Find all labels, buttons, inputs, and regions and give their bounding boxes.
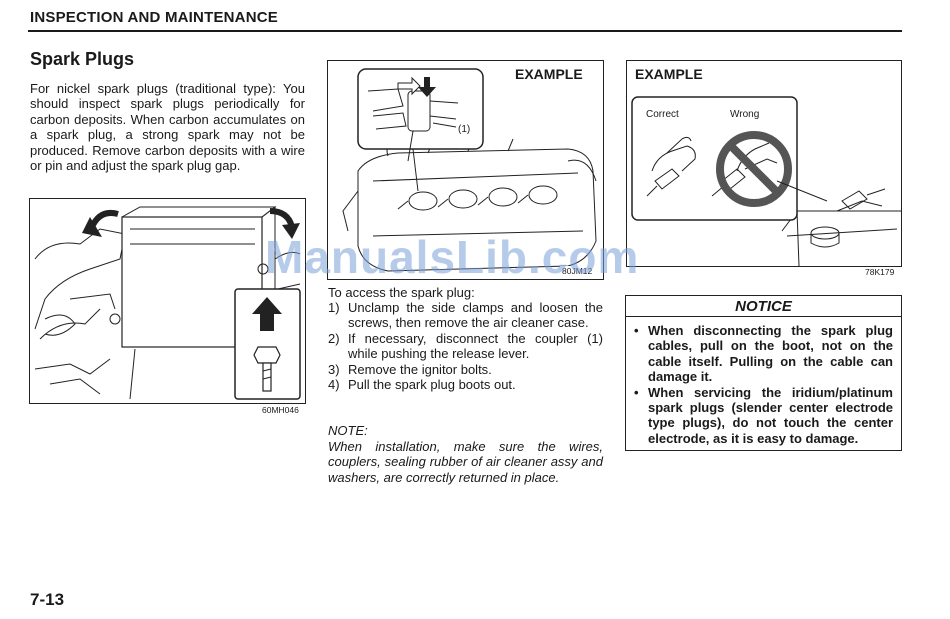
bullet-icon: • <box>634 323 639 338</box>
access-intro: To access the spark plug: <box>328 285 475 300</box>
section-title: Spark Plugs <box>30 49 135 69</box>
list-item: •When servicing the iridium/platinum spa… <box>634 384 893 446</box>
list-item: 3)Remove the ignitor bolts. <box>328 361 492 377</box>
correct-wrong-illustration <box>626 60 902 267</box>
note-label: NOTE: <box>328 423 368 438</box>
page-number: 7-13 <box>30 590 65 609</box>
notice-list: •When disconnecting the spark plug cable… <box>626 317 901 450</box>
figure-code: 60MH046 <box>262 405 299 415</box>
coupler-illustration <box>327 60 604 280</box>
note-text: When installation, make sure the wires, … <box>328 439 603 485</box>
list-item: •When disconnecting the spark plug cable… <box>634 323 893 385</box>
example-label: EXAMPLE <box>635 66 703 82</box>
steps-list: 1)Unclamp the side clamps and loosen the… <box>328 300 603 392</box>
wrong-label: Wrong <box>730 109 760 120</box>
bullet-icon: • <box>634 384 639 400</box>
header-rule <box>28 30 902 32</box>
watermark: ManualsLib.com <box>265 231 640 283</box>
list-item: 2)If necessary, disconnect the coupler (… <box>328 330 603 362</box>
header-title: INSPECTION AND MAINTENANCE <box>30 9 278 26</box>
example-label: EXAMPLE <box>515 66 583 82</box>
figure-code: 78K179 <box>865 267 895 277</box>
notice-title: NOTICE <box>626 296 901 317</box>
intro-paragraph: For nickel spark plugs (traditional type… <box>30 81 305 174</box>
callout-label: (1) <box>458 124 471 135</box>
figure-code: 80JM12 <box>560 266 595 276</box>
air-cleaner-illustration <box>29 198 306 404</box>
notice-box: NOTICE •When disconnecting the spark plu… <box>625 295 902 452</box>
list-item: 1)Unclamp the side clamps and loosen the… <box>328 300 603 331</box>
list-item: 4)Pull the spark plug boots out. <box>328 377 516 393</box>
correct-label: Correct <box>646 109 679 120</box>
